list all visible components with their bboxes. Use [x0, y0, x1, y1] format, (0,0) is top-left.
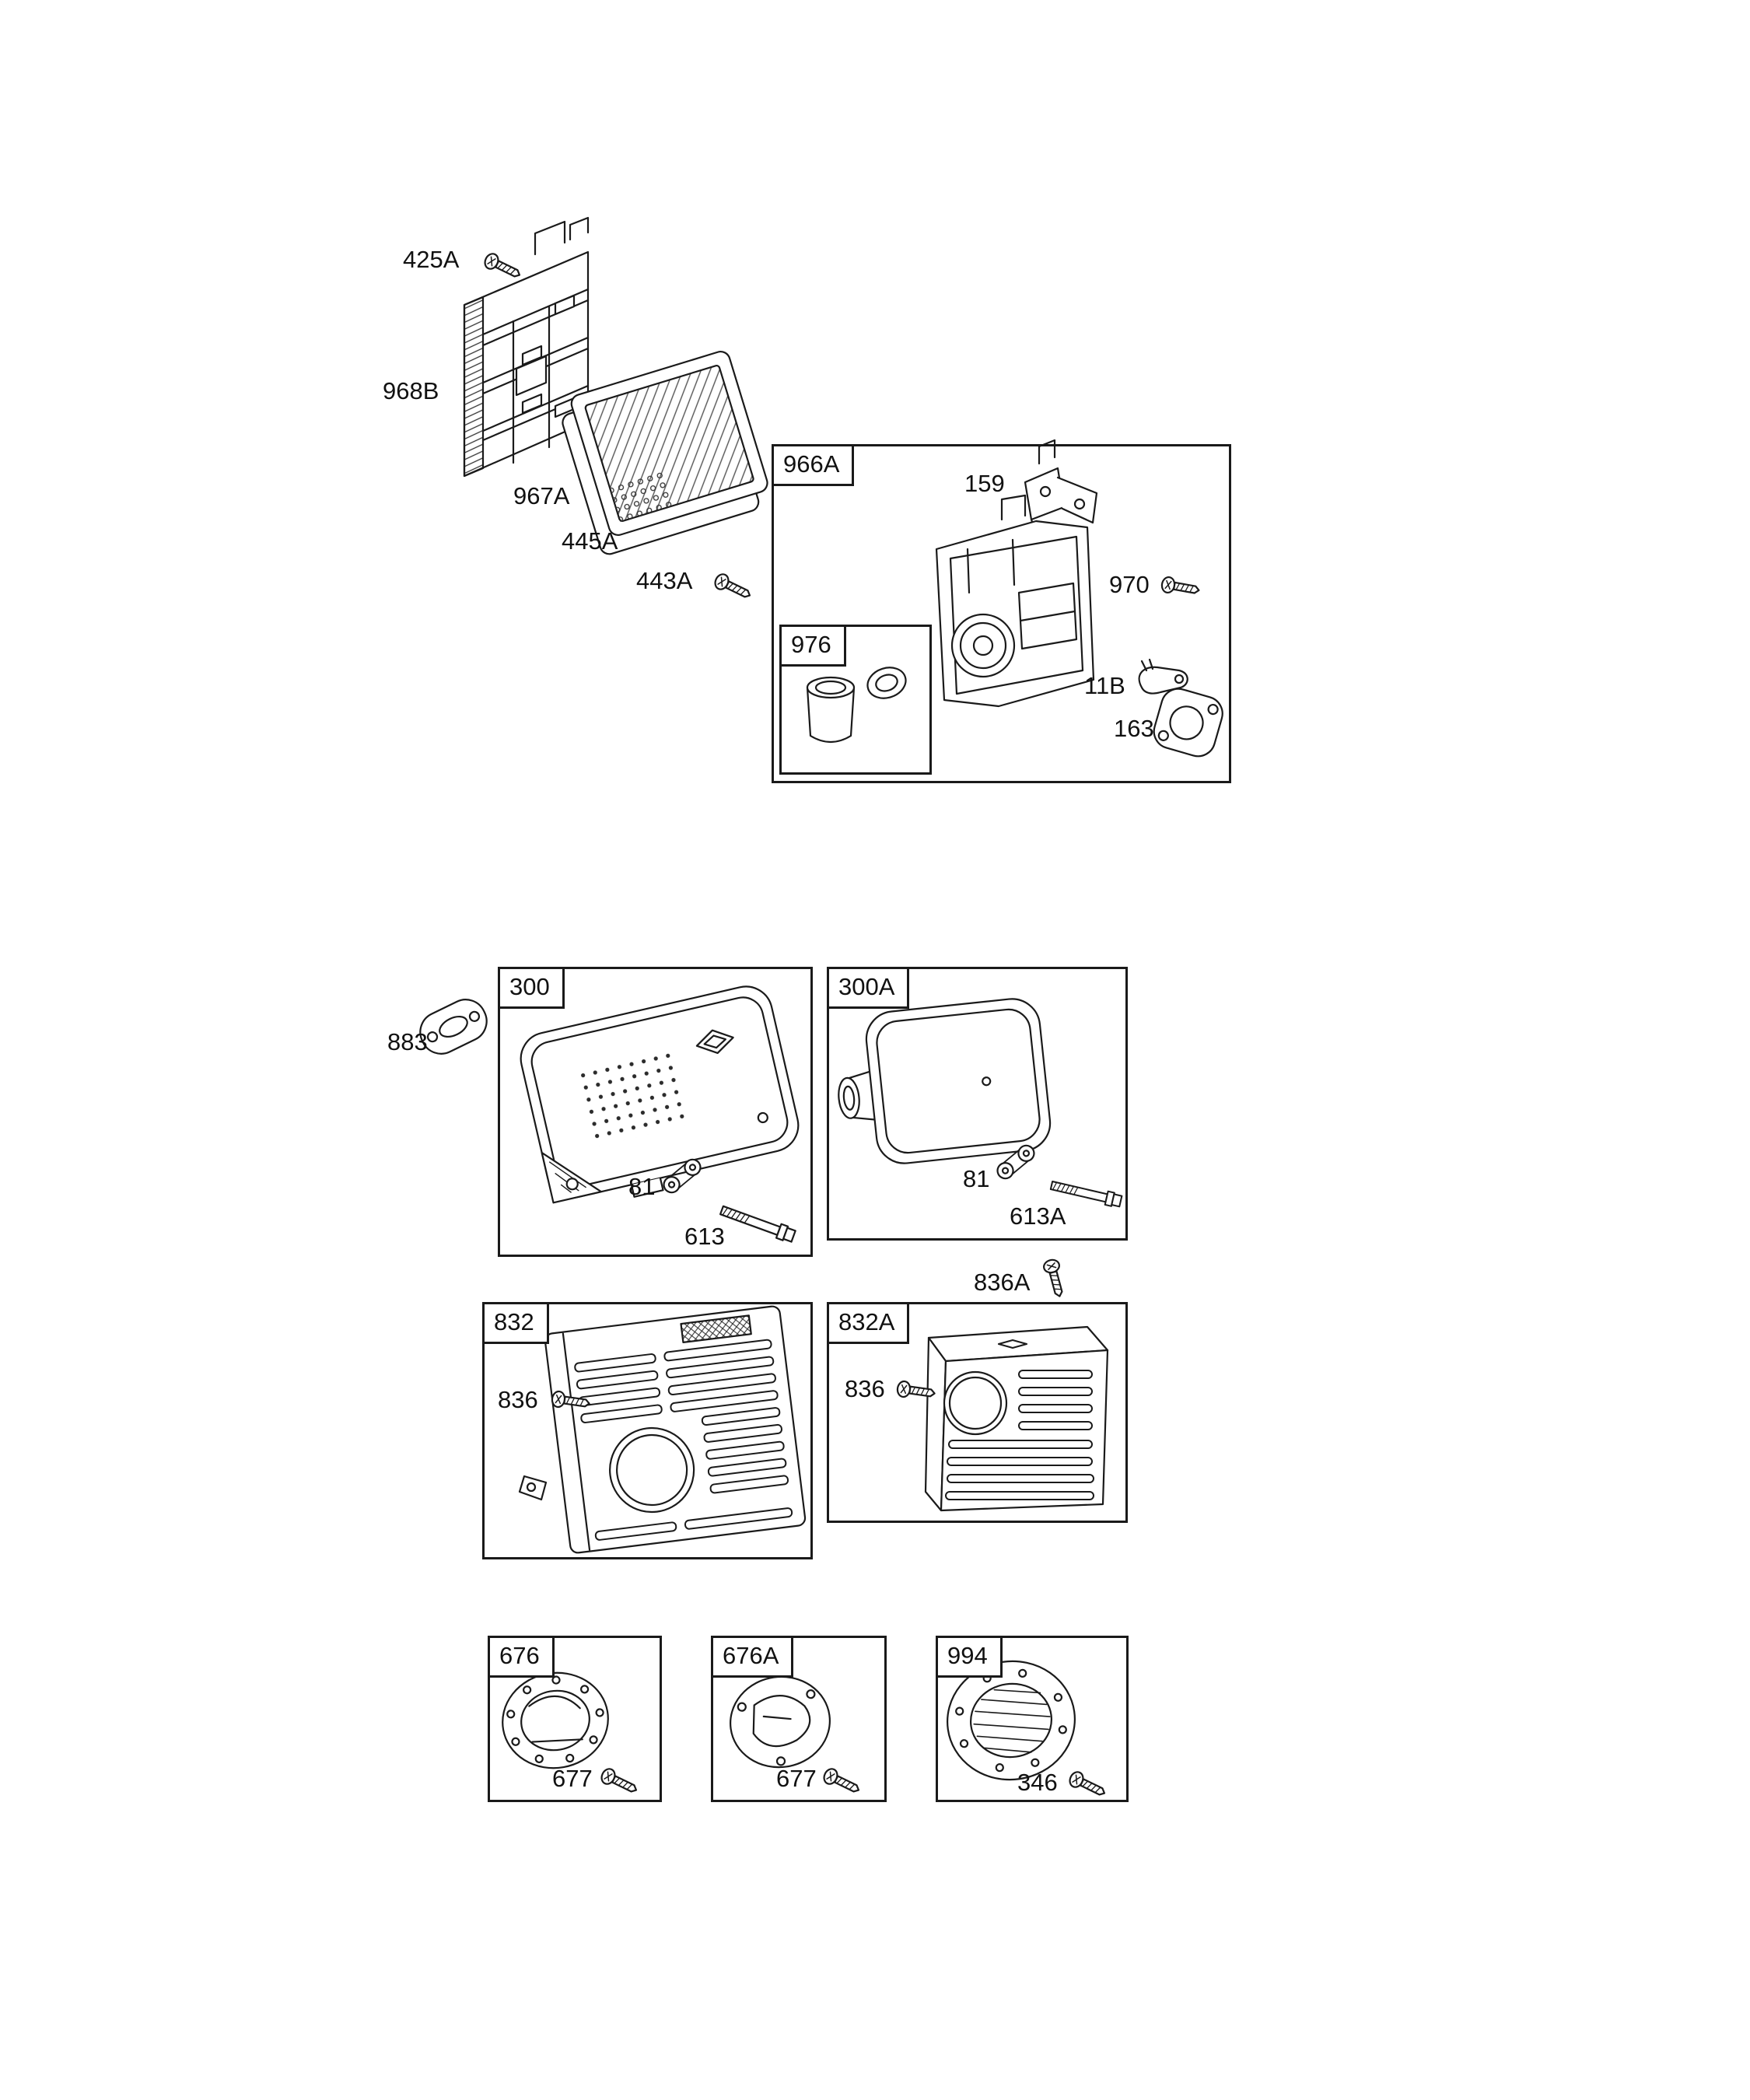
section-tab-966a: 966A [774, 446, 855, 487]
gasket-163-drawing [1153, 688, 1223, 758]
muffler-guard-832a-drawing [924, 1325, 1109, 1512]
section-box-300a: 300A [827, 967, 1128, 1241]
part-label-677-deflector676a: 677 [776, 1765, 817, 1792]
screw-443a-drawing [712, 571, 754, 604]
part-label-81-muffler300a: 81 [963, 1165, 990, 1192]
part-label-613: 613 [684, 1223, 725, 1250]
section-tab-994: 994 [938, 1638, 1003, 1678]
section-tab-300a: 300A [829, 969, 910, 1010]
air-filter-967a-445a-drawing [562, 351, 768, 555]
part-label-836a: 836A [974, 1269, 1031, 1296]
muffler-300a-drawing [838, 998, 1052, 1164]
section-box-832a: 832A [827, 1302, 1128, 1523]
deflector-676a-drawing [730, 1675, 831, 1769]
section-box-300: 300 [498, 967, 813, 1257]
clamp-11b-drawing [1138, 658, 1188, 695]
guard-832-bracket-drawing [518, 1475, 548, 1501]
section-box-994: 994 [936, 1636, 1129, 1802]
guard-cap-994-drawing [947, 1660, 1076, 1781]
part-label-967a: 967A [513, 482, 570, 509]
section-tab-832: 832 [485, 1304, 549, 1345]
deflector-676-drawing [502, 1671, 609, 1769]
section-box-676: 676 [488, 1636, 662, 1802]
part-label-425a: 425A [403, 246, 460, 273]
bracket-159-drawing [1024, 439, 1098, 530]
part-label-836-guard832: 836 [498, 1386, 538, 1413]
gasket-883-drawing [419, 999, 488, 1055]
part-label-159: 159 [964, 470, 1005, 497]
part-label-445a: 445A [562, 527, 618, 555]
part-label-11b: 11B [1084, 672, 1125, 699]
section-tab-676: 676 [490, 1638, 555, 1678]
part-label-81-muffler300: 81 [628, 1173, 656, 1200]
section-box-976: 976 [779, 625, 932, 775]
part-label-970: 970 [1109, 571, 1150, 598]
air-cleaner-cover-966a-drawing [935, 494, 1095, 708]
section-box-676a: 676A [711, 1636, 887, 1802]
part-label-443a: 443A [636, 567, 693, 594]
screw-425a-drawing [481, 250, 524, 283]
muffler-300-drawing [520, 985, 800, 1204]
section-tab-976: 976 [782, 627, 846, 667]
section-box-832: 832 [482, 1302, 813, 1559]
air-cleaner-base-968b-drawing [463, 216, 590, 478]
part-label-883: 883 [387, 1028, 428, 1055]
part-label-968b: 968B [383, 377, 439, 404]
screw-836a-drawing [1041, 1257, 1069, 1300]
breather-element-976-drawing [806, 667, 907, 744]
section-tab-832a: 832A [829, 1304, 910, 1345]
part-label-613a: 613A [1010, 1202, 1066, 1230]
muffler-guard-832-drawing [544, 1305, 807, 1554]
section-tab-676a: 676A [713, 1638, 794, 1678]
part-label-346: 346 [1017, 1769, 1058, 1796]
section-tab-300: 300 [500, 969, 565, 1010]
part-label-836-guard832a: 836 [845, 1375, 885, 1402]
part-label-163: 163 [1114, 715, 1154, 742]
part-label-677-deflector676: 677 [552, 1765, 593, 1792]
section-box-966a: 966A [772, 444, 1231, 783]
